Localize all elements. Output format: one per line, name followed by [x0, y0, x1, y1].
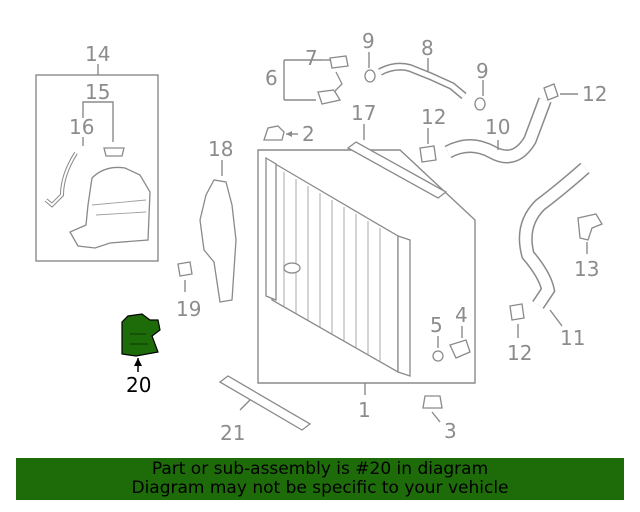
part-4-drain-cock[interactable] — [449, 339, 471, 359]
callout-11[interactable]: 11 — [560, 326, 585, 350]
reservoir-tank — [69, 166, 151, 249]
reservoir-assembly[interactable] — [35, 74, 159, 262]
callout-3[interactable]: 3 — [444, 419, 457, 443]
part-19-clip[interactable] — [177, 261, 193, 277]
part-6-pipe — [333, 71, 343, 93]
callout-1[interactable]: 1 — [358, 398, 371, 422]
callout-8[interactable]: 8 — [421, 36, 434, 60]
part-3-mount[interactable] — [422, 395, 443, 409]
callout-14[interactable]: 14 — [85, 42, 110, 66]
part-9-clamp-left[interactable] — [364, 69, 376, 83]
radiator-left-tank — [265, 156, 277, 301]
part-5-gasket[interactable] — [432, 350, 444, 362]
callout-10[interactable]: 10 — [485, 115, 510, 139]
part-13-bracket[interactable] — [577, 213, 603, 241]
reservoir-box-outline — [35, 74, 159, 262]
banner-line-2: Diagram may not be specific to your vehi… — [131, 478, 509, 498]
callout-21[interactable]: 21 — [220, 421, 245, 445]
parts-diagram: 14 15 16 1 2 3 4 5 6 7 8 9 9 10 — [35, 29, 607, 445]
arrow-20 — [134, 358, 142, 366]
callout-15[interactable]: 15 — [85, 80, 110, 104]
leader-3 — [431, 411, 441, 423]
part-11-hose-inner — [520, 163, 589, 309]
part-10-hose-inner — [445, 98, 551, 162]
callout-12a[interactable]: 12 — [582, 82, 607, 106]
callout-16[interactable]: 16 — [69, 115, 94, 139]
reservoir-hose-inner — [45, 152, 77, 207]
info-banner: Part or sub-assembly is #20 in diagram D… — [16, 458, 624, 500]
callout-12c[interactable]: 12 — [507, 341, 532, 365]
part-9-clamp-right[interactable] — [474, 97, 486, 111]
leader-21 — [239, 399, 251, 411]
callout-12b[interactable]: 12 — [421, 105, 446, 129]
leader-15 — [82, 101, 114, 142]
part-2-cap[interactable] — [263, 125, 285, 141]
callout-7[interactable]: 7 — [305, 46, 318, 70]
banner-line-1: Part or sub-assembly is #20 in diagram — [151, 459, 489, 479]
radiator-outlet — [283, 262, 301, 274]
part-12-clamp-bottom[interactable] — [509, 303, 525, 321]
radiator-box-outline — [257, 149, 476, 384]
part-17-support[interactable] — [346, 141, 448, 199]
leader-6 — [283, 59, 322, 101]
callout-2[interactable]: 2 — [302, 122, 315, 146]
part-7-cap[interactable] — [329, 55, 349, 69]
reservoir-ribs — [91, 199, 147, 216]
part-20-seal-highlighted[interactable] — [121, 313, 161, 357]
callout-5[interactable]: 5 — [430, 313, 443, 337]
part-12-clamp-mid[interactable] — [419, 145, 437, 163]
callout-9a[interactable]: 9 — [362, 29, 375, 53]
part-6-filler-neck[interactable] — [317, 89, 342, 105]
callout-13[interactable]: 13 — [574, 257, 599, 281]
radiator-right-tank — [397, 235, 411, 377]
callout-17[interactable]: 17 — [351, 101, 376, 125]
part-18-air-guide[interactable] — [199, 179, 237, 303]
callout-4[interactable]: 4 — [455, 303, 468, 327]
radiator-assembly[interactable] — [257, 149, 476, 384]
part-20-detail — [130, 333, 148, 345]
arrow-2 — [286, 131, 292, 137]
leader-11 — [549, 309, 563, 327]
callout-6[interactable]: 6 — [265, 66, 278, 90]
callout-20[interactable]: 20 — [126, 373, 151, 397]
callout-9b[interactable]: 9 — [476, 59, 489, 83]
callout-19[interactable]: 19 — [176, 297, 201, 321]
part-8-hose-inner — [378, 64, 466, 98]
reservoir-cap — [103, 147, 125, 157]
radiator-fins — [283, 172, 381, 362]
part-21-seal[interactable] — [218, 375, 312, 431]
part-12-clamp-top[interactable] — [543, 83, 559, 101]
callout-18[interactable]: 18 — [208, 137, 233, 161]
